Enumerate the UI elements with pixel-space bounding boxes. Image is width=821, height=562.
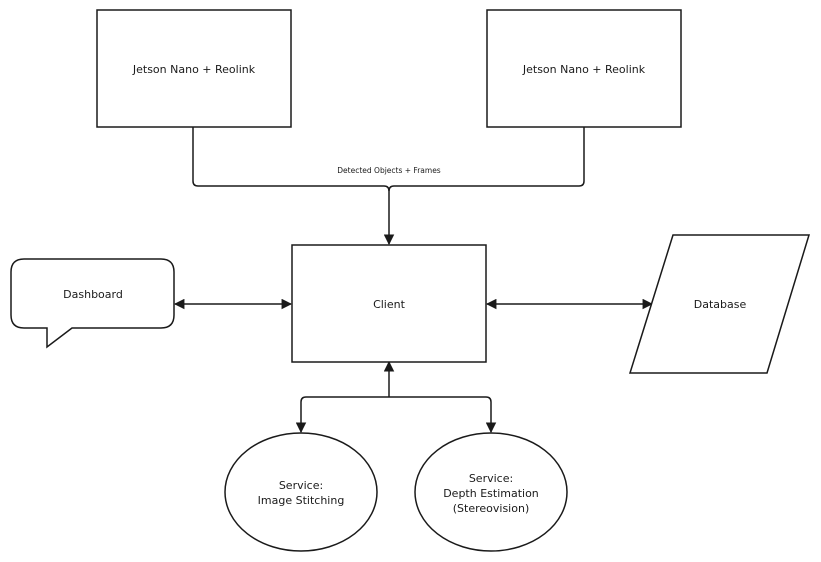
stitching-service-node: Service: Image Stitching bbox=[224, 432, 378, 552]
depth-label-line3: (Stereovision) bbox=[453, 502, 529, 515]
database-node: Database bbox=[628, 234, 811, 374]
depth-label-line2: Depth Estimation bbox=[443, 487, 539, 500]
connectors: Detected Objects + Frames bbox=[173, 127, 654, 434]
jetson-node-right: Jetson Nano + Reolink bbox=[486, 9, 682, 128]
parallelogram-shape bbox=[628, 234, 811, 374]
detected-objects-label: Detected Objects + Frames bbox=[337, 166, 441, 175]
dashboard-label: Dashboard bbox=[63, 288, 123, 301]
depth-service-node: Service: Depth Estimation (Stereovision) bbox=[414, 432, 568, 552]
jetson-left-connector bbox=[192, 127, 395, 246]
depth-connector bbox=[389, 396, 497, 434]
dashboard-node: Dashboard bbox=[10, 258, 175, 349]
database-label: Database bbox=[694, 298, 747, 311]
stitching-label-line2: Image Stitching bbox=[258, 494, 345, 507]
stitching-label-line1: Service: bbox=[279, 479, 323, 492]
client-label: Client bbox=[373, 298, 406, 311]
jetson-right-label: Jetson Nano + Reolink bbox=[522, 63, 646, 76]
depth-label-line1: Service: bbox=[469, 472, 513, 485]
speech-bubble-shape bbox=[10, 258, 175, 349]
jetson-left-label: Jetson Nano + Reolink bbox=[132, 63, 256, 76]
client-node: Client bbox=[291, 244, 487, 363]
jetson-node-left: Jetson Nano + Reolink bbox=[96, 9, 292, 128]
stitching-connector bbox=[295, 396, 389, 434]
jetson-right-connector bbox=[388, 127, 585, 192]
